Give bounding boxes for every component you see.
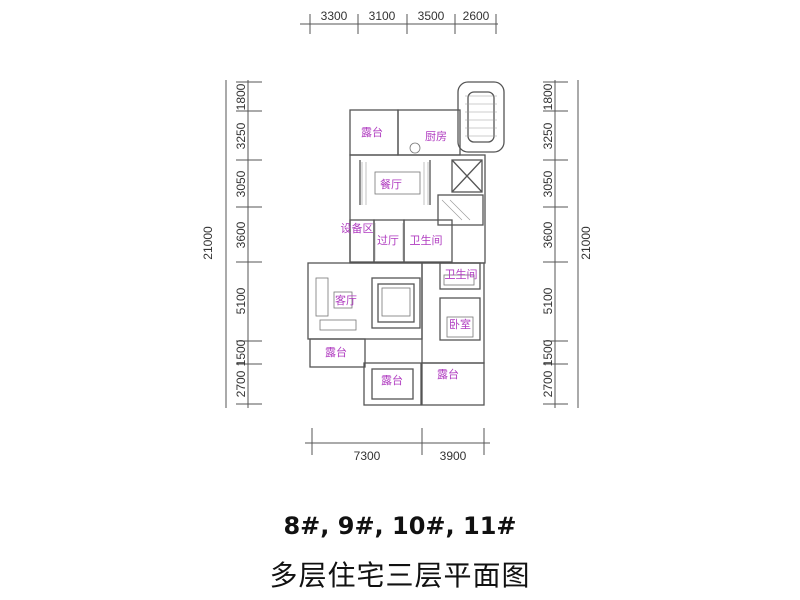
room-label-living: 客厅 [335, 293, 357, 307]
room-label-terrace-center: 露台 [381, 373, 403, 387]
room-label-bedroom: 卧室 [449, 317, 471, 331]
left-row-dim-2: 3250 [234, 122, 248, 149]
right-row-dim-2: 3250 [541, 122, 555, 149]
building-walls [307, 81, 505, 406]
right-dimension-lines [543, 80, 579, 408]
left-row-dim-4: 3600 [234, 221, 248, 248]
room-label-terrace-left: 露台 [325, 345, 347, 359]
top-dimension-chain [300, 14, 498, 34]
left-row-dim-7: 2700 [234, 370, 248, 397]
room-label-bath-2: 卫生间 [445, 267, 478, 281]
left-row-dim-5: 5100 [234, 287, 248, 314]
right-row-dim-4: 3600 [541, 221, 555, 248]
bottom-dimension-chain [305, 428, 490, 455]
room-label-dining: 餐厅 [380, 177, 402, 191]
room-label-hall: 过厅 [377, 234, 399, 247]
room-label-terrace-top: 露台 [361, 125, 383, 139]
top-dim-1: 3300 [321, 9, 348, 23]
right-row-dim-1: 1800 [541, 83, 555, 110]
top-dim-4: 2600 [463, 9, 490, 23]
terrace-hatching [361, 95, 497, 260]
furniture [315, 142, 475, 338]
top-dim-2: 3100 [369, 9, 396, 23]
left-row-dim-6: 1500 [234, 339, 248, 366]
bottom-dim-1: 7300 [354, 449, 381, 463]
bottom-dim-2: 3900 [440, 449, 467, 463]
left-total-dim: 21000 [201, 226, 215, 260]
building-numbers: 8#, 9#, 10#, 11# [283, 512, 517, 540]
right-row-dim-3: 3050 [541, 170, 555, 197]
left-dimension-lines [225, 80, 262, 408]
top-dim-3: 3500 [418, 9, 445, 23]
floor-plan: 3300 3100 3500 2600 21000 1800 3250 3050… [201, 9, 593, 463]
room-label-equipment: 设备区 [341, 221, 374, 235]
right-row-dim-5: 5100 [541, 287, 555, 314]
room-label-kitchen: 厨房 [425, 130, 447, 143]
room-label-terrace-right: 露台 [437, 367, 459, 381]
right-row-dim-6: 1500 [541, 339, 555, 366]
left-row-dim-1: 1800 [234, 83, 248, 110]
plan-title: 多层住宅三层平面图 [269, 559, 531, 592]
left-row-dim-3: 3050 [234, 170, 248, 197]
room-label-bath-1: 卫生间 [410, 233, 443, 247]
right-total-dim: 21000 [579, 226, 593, 260]
right-row-dim-7: 2700 [541, 370, 555, 397]
